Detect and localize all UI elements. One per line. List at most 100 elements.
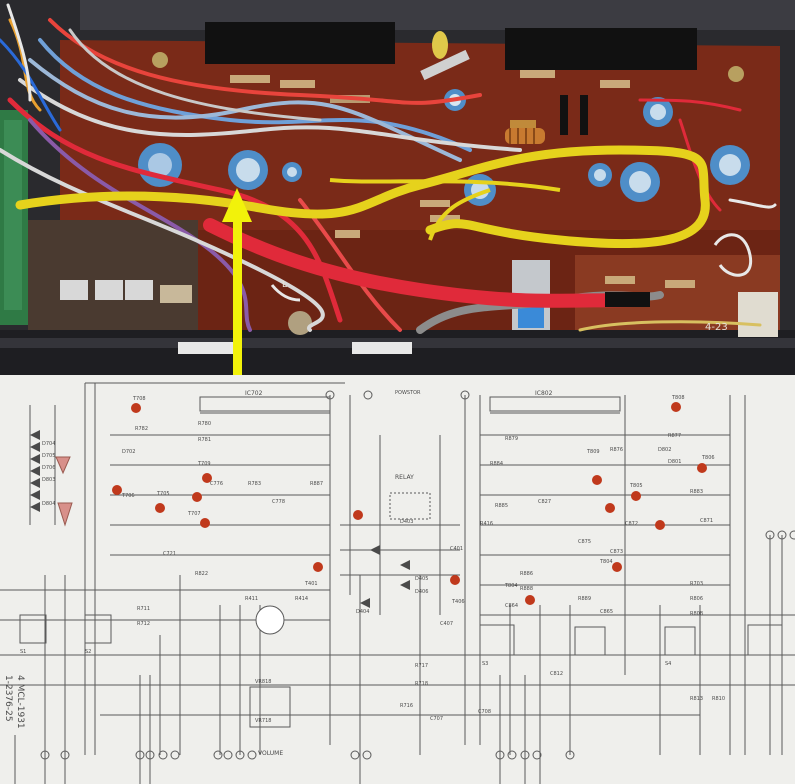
svg-text:IC802: IC802 [535, 390, 553, 397]
svg-text:R813: R813 [690, 696, 703, 702]
svg-text:T805: T805 [629, 483, 643, 489]
mounting-hole [255, 605, 285, 635]
svg-text:R711: R711 [137, 606, 150, 612]
svg-text:C827: C827 [538, 499, 551, 505]
schematic-svg: IC702 IC802 POWSTOR RELAY VOLUME [0, 375, 795, 784]
svg-text:D405: D405 [415, 576, 428, 582]
svg-text:R810: R810 [712, 696, 725, 702]
svg-text:C708: C708 [478, 709, 491, 715]
svg-text:R716: R716 [400, 703, 413, 709]
relay-block: RELAY [389, 474, 431, 520]
powstor-label: POWSTOR [395, 390, 421, 396]
top-frame [80, 0, 795, 30]
svg-text:R887: R887 [310, 481, 323, 487]
svg-text:R806: R806 [690, 596, 703, 602]
svg-text:R889: R889 [578, 596, 591, 602]
svg-text:T401: T401 [304, 581, 318, 587]
svg-text:IC702: IC702 [245, 390, 263, 397]
svg-text:C407: C407 [440, 621, 453, 627]
side-label-model: 4 MCL-1931 [15, 675, 25, 729]
yellow-arrow [222, 188, 252, 375]
switch-blocks [19, 614, 783, 656]
svg-text:C778: C778 [272, 499, 285, 505]
schematic-diagram: IC702 IC802 POWSTOR RELAY VOLUME [0, 375, 795, 784]
svg-text:C873: C873 [610, 549, 623, 555]
red-power-cable [203, 218, 647, 308]
schematic-traces [0, 382, 795, 784]
left-panel [28, 220, 198, 330]
svg-text:R780: R780 [198, 421, 211, 427]
warning-triangles [55, 456, 73, 527]
svg-text:R703: R703 [690, 581, 703, 587]
svg-text:T707: T707 [187, 511, 201, 517]
ic702-block: IC702 [199, 390, 331, 412]
svg-text:D706: D706 [42, 465, 55, 471]
svg-text:R712: R712 [137, 621, 150, 627]
svg-text:S3: S3 [482, 661, 488, 667]
svg-text:C864: C864 [505, 603, 518, 609]
svg-text:D406: D406 [415, 589, 428, 595]
svg-text:D803: D803 [42, 477, 55, 483]
svg-text:R885: R885 [495, 503, 508, 509]
svg-text:D804: D804 [42, 501, 55, 507]
svg-text:R717: R717 [415, 663, 428, 669]
svg-text:R782: R782 [135, 426, 148, 432]
amplifier-photo: L 4-23 [0, 0, 795, 375]
board-label-l: L [282, 280, 287, 290]
svg-text:R411: R411 [245, 596, 258, 602]
svg-text:C721: C721 [163, 551, 176, 557]
svg-text:S1: S1 [20, 649, 26, 655]
svg-text:T706: T706 [121, 493, 135, 499]
svg-text:T806: T806 [701, 455, 715, 461]
svg-text:R718: R718 [415, 681, 428, 687]
svg-text:VR818: VR818 [255, 679, 271, 685]
svg-text:C865: C865 [600, 609, 613, 615]
svg-text:R808: R808 [690, 611, 703, 617]
svg-text:D403: D403 [400, 519, 413, 525]
svg-text:D705: D705 [42, 453, 55, 459]
svg-text:R884: R884 [490, 461, 503, 467]
volume-pot: VOLUME [249, 686, 291, 757]
svg-text:T809: T809 [586, 449, 600, 455]
svg-text:R414: R414 [295, 596, 308, 602]
svg-text:T708: T708 [132, 396, 146, 402]
svg-text:C401: C401 [450, 546, 463, 552]
svg-text:D802: D802 [658, 447, 671, 453]
board-label-423: 4-23 [705, 322, 728, 333]
bottom-connectors [60, 280, 778, 354]
svg-text:R888: R888 [520, 586, 533, 592]
transistor-markers [112, 402, 707, 605]
diode-array [30, 430, 410, 608]
svg-text:T709: T709 [197, 461, 211, 467]
svg-text:C776: C776 [210, 481, 223, 487]
svg-text:VR718: VR718 [255, 718, 271, 724]
svg-text:R876: R876 [610, 447, 623, 453]
ic-right-block [505, 28, 697, 70]
svg-text:T406: T406 [451, 599, 465, 605]
svg-text:S4: S4 [665, 661, 671, 667]
svg-text:D404: D404 [356, 609, 369, 615]
svg-text:D702: D702 [122, 449, 135, 455]
svg-text:S2: S2 [85, 649, 91, 655]
svg-text:C871: C871 [700, 518, 713, 524]
svg-text:T804: T804 [504, 583, 518, 589]
svg-text:R781: R781 [198, 437, 211, 443]
svg-text:RELAY: RELAY [395, 474, 414, 481]
svg-text:VOLUME: VOLUME [258, 750, 283, 757]
svg-text:C872: C872 [625, 521, 638, 527]
svg-text:R879: R879 [505, 436, 518, 442]
side-label-code: 1-2376-25 [3, 675, 13, 722]
terminal-connectors [40, 390, 795, 760]
component-labels: T708 T709 T705 T706 T707 T401 T406 T808 … [20, 395, 725, 724]
ic-left-block [205, 22, 395, 64]
svg-text:D801: D801 [668, 459, 681, 465]
svg-text:R886: R886 [520, 571, 533, 577]
svg-text:C707: C707 [430, 716, 443, 722]
svg-text:C875: C875 [578, 539, 591, 545]
inductor-coil [505, 128, 545, 144]
svg-text:R783: R783 [248, 481, 261, 487]
svg-text:T705: T705 [156, 491, 170, 497]
ic802-block: IC802 [489, 390, 621, 412]
svg-text:R883: R883 [690, 489, 703, 495]
